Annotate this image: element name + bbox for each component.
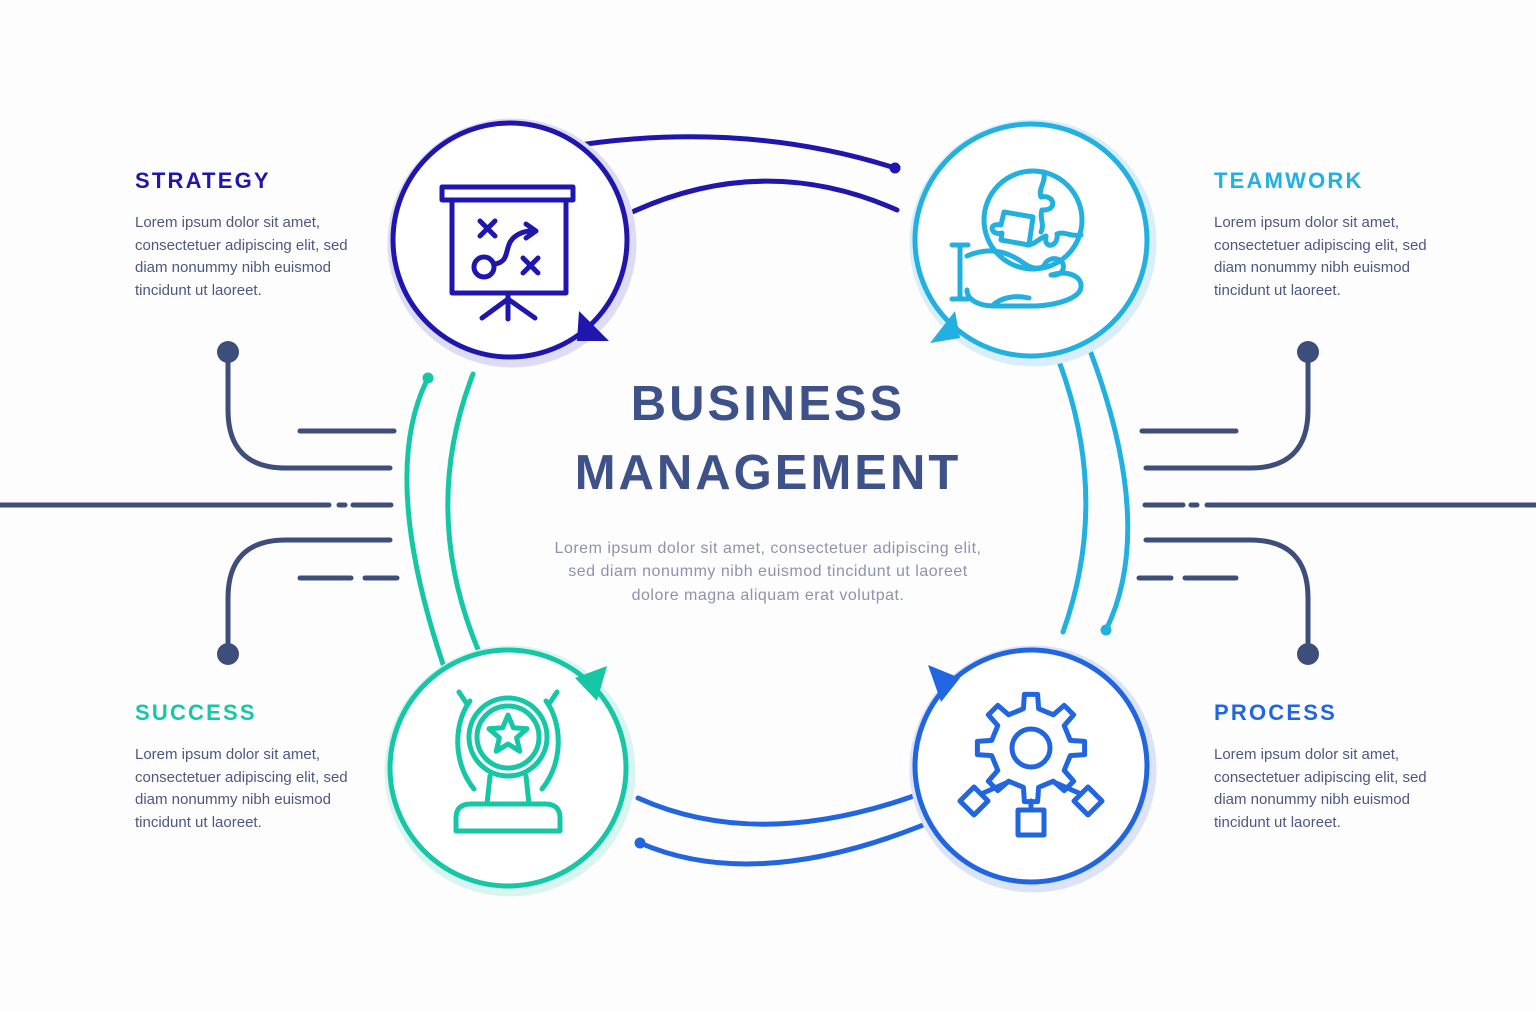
- network-link: [978, 780, 1009, 797]
- medal-outer-circle: [466, 695, 550, 779]
- connector-end-dot: [889, 162, 901, 174]
- circuit-decoration-right: [1136, 341, 1536, 665]
- network-square-node: [1015, 807, 1047, 838]
- gear-network-icon: [957, 691, 1105, 838]
- puzzle-seam-vertical: [1037, 169, 1056, 235]
- section-process: PROCESS Lorem ipsum dolor sit amet, cons…: [1214, 700, 1464, 834]
- connector-arc: [1043, 327, 1089, 635]
- connector-arc: [557, 134, 898, 171]
- circuit-trace: [1143, 537, 1311, 646]
- network-diamond-node: [957, 784, 991, 818]
- strategy-description: Lorem ipsum dolor sit amet, consectetuer…: [135, 214, 348, 299]
- section-teamwork: TEAMWORK Lorem ipsum dolor sit amet, con…: [1214, 168, 1464, 302]
- connector-end-dot: [1100, 624, 1112, 636]
- connector-arc: [404, 375, 455, 693]
- connector-process-to-success: [634, 785, 943, 867]
- circuit-trace: [1143, 360, 1311, 471]
- tactic-arrow-curve: [492, 228, 537, 267]
- connector-arc: [637, 815, 943, 867]
- circuit-decoration-left: [0, 341, 400, 665]
- flow-arrowhead: [575, 666, 607, 701]
- circuit-node-dot: [1297, 643, 1319, 665]
- network-diamond-node: [1071, 784, 1105, 818]
- page-subtitle: Lorem ipsum dolor sit amet, consectetuer…: [554, 540, 982, 604]
- gear-outline: [974, 691, 1088, 805]
- medal-inner-circle: [474, 703, 542, 771]
- circuit-trace: [225, 537, 393, 646]
- hand-puzzle-globe-icon: [949, 168, 1085, 309]
- trophy-cup-arc-right: [539, 698, 561, 792]
- section-success: SUCCESS Lorem ipsum dolor sit amet, cons…: [135, 700, 385, 834]
- tactic-arrow-head: [523, 221, 539, 241]
- section-strategy: STRATEGY Lorem ipsum dolor sit amet, con…: [135, 168, 385, 302]
- success-description: Lorem ipsum dolor sit amet, consectetuer…: [135, 746, 348, 831]
- process-heading: PROCESS: [1214, 700, 1337, 725]
- center-title-block: BUSINESS MANAGEMENT Lorem ipsum dolor si…: [0, 370, 1536, 607]
- board-legs: [479, 290, 538, 322]
- connector-teamwork-to-process: [1043, 322, 1131, 636]
- page-title: BUSINESS MANAGEMENT: [574, 377, 962, 500]
- process-description: Lorem ipsum dolor sit amet, consectetuer…: [1214, 746, 1427, 831]
- flow-arrowhead: [928, 665, 960, 702]
- gear-center-circle: [1009, 726, 1053, 770]
- success-heading: SUCCESS: [135, 700, 257, 725]
- trophy-stem: [484, 773, 532, 807]
- network-link: [1053, 780, 1084, 797]
- tactic-start-circle: [471, 254, 497, 280]
- strategy-heading: STRATEGY: [135, 168, 271, 193]
- teamwork-description: Lorem ipsum dolor sit amet, consectetuer…: [1214, 214, 1427, 299]
- trophy-accent-tick: [456, 689, 470, 707]
- connector-arc: [635, 785, 938, 827]
- connector-arc: [605, 178, 900, 227]
- circuit-trace: [225, 360, 393, 471]
- connector-strategy-to-teamwork: [557, 134, 901, 227]
- tactic-x-mark: [520, 255, 541, 276]
- connector-success-to-strategy: [404, 371, 491, 693]
- hand-thumb-line: [989, 294, 1032, 309]
- trophy-accent-tick: [546, 689, 560, 707]
- puzzle-seam-horizontal: [1024, 230, 1084, 248]
- trophy-star-icon: [453, 689, 563, 834]
- flow-arrowhead: [577, 311, 609, 341]
- circuit-node-dot: [1297, 341, 1319, 363]
- strategy-board-icon: [439, 184, 576, 322]
- teamwork-heading: TEAMWORK: [1214, 168, 1364, 193]
- circuit-node-dot: [217, 643, 239, 665]
- hand-palm: [964, 248, 1084, 309]
- circuit-node-dot: [217, 341, 239, 363]
- trophy-cup-arc-left: [455, 698, 477, 792]
- puzzle-piece: [989, 209, 1036, 248]
- trophy-base: [453, 801, 563, 834]
- medal-star: [486, 712, 530, 754]
- hand-cuff: [949, 242, 971, 302]
- flow-arrowhead: [930, 311, 960, 343]
- connector-arc: [1077, 322, 1131, 633]
- success-circle: [384, 645, 636, 897]
- tactic-x-mark: [477, 218, 498, 239]
- connector-arc: [445, 371, 491, 675]
